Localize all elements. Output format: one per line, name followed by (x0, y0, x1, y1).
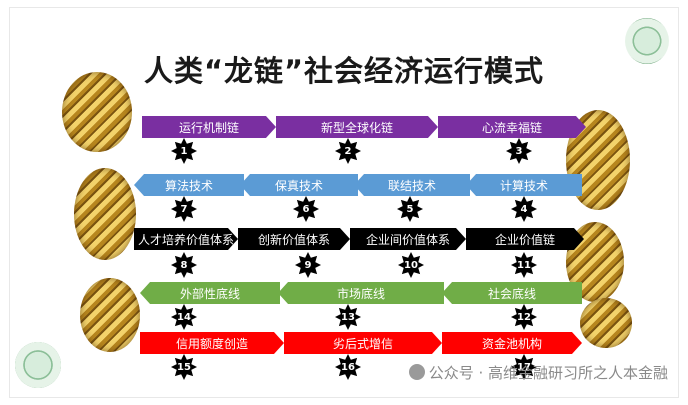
step-badge-11: 11 (511, 252, 537, 278)
step-badge-15: 15 (171, 354, 197, 380)
wechat-icon (408, 364, 425, 380)
arrow-row1-3: 心流幸福链 (438, 116, 586, 138)
watermark-text: 公众号 · 高维金融研习所之人本金融 (428, 364, 668, 382)
step-badge-3: 3 (506, 138, 532, 164)
step-badge-4: 4 (511, 196, 537, 222)
dragon-tail-illustration (580, 298, 632, 348)
step-badge-9: 9 (295, 252, 321, 278)
arrow-row4-3: 外部性底线 (140, 282, 280, 304)
watermark: 公众号 · 高维金融研习所之人本金融 (408, 362, 668, 383)
step-badge-8: 8 (171, 252, 197, 278)
arrow-row5-1: 信用额度创造 (140, 332, 284, 354)
dragon-coil-left-1 (74, 168, 136, 260)
arrow-row5-2: 劣后式增信 (284, 332, 442, 354)
arrow-row2-4: 算法技术 (134, 174, 244, 196)
step-badge-2: 2 (335, 138, 361, 164)
step-badge-14: 14 (171, 304, 197, 330)
step-badge-13: 13 (335, 304, 361, 330)
arrow-row1-1: 运行机制链 (142, 116, 276, 138)
step-badge-17: 17 (511, 354, 537, 380)
arrow-row3-1: 人才培养价值体系 (134, 228, 238, 250)
dragon-head-illustration (62, 72, 132, 152)
arrow-row3-3: 企业间价值体系 (350, 228, 466, 250)
step-badge-5: 5 (397, 196, 423, 222)
arrow-row2-2: 联结技术 (354, 174, 470, 196)
step-badge-10: 10 (398, 252, 424, 278)
arrow-row4-2: 市场底线 (278, 282, 444, 304)
step-badge-12: 12 (511, 304, 537, 330)
dragon-coil-left-2 (80, 278, 140, 352)
arrow-row3-2: 创新价值体系 (238, 228, 350, 250)
dragon-seal-bottom-left (15, 342, 61, 388)
step-badge-16: 16 (335, 354, 361, 380)
arrow-row5-3: 资金池机构 (442, 332, 582, 354)
page-title: 人类“龙链”社会经济运行模式 (143, 54, 545, 88)
step-badge-1: 1 (171, 138, 197, 164)
arrow-row2-3: 保真技术 (240, 174, 358, 196)
arrow-row2-1: 计算技术 (466, 174, 582, 196)
step-badge-7: 7 (171, 196, 197, 222)
arrow-row1-2: 新型全球化链 (276, 116, 438, 138)
arrow-row4-1: 社会底线 (442, 282, 582, 304)
dragon-seal-top-right (625, 18, 669, 64)
arrow-row3-4: 企业价值链 (466, 228, 584, 250)
step-badge-6: 6 (293, 196, 319, 222)
